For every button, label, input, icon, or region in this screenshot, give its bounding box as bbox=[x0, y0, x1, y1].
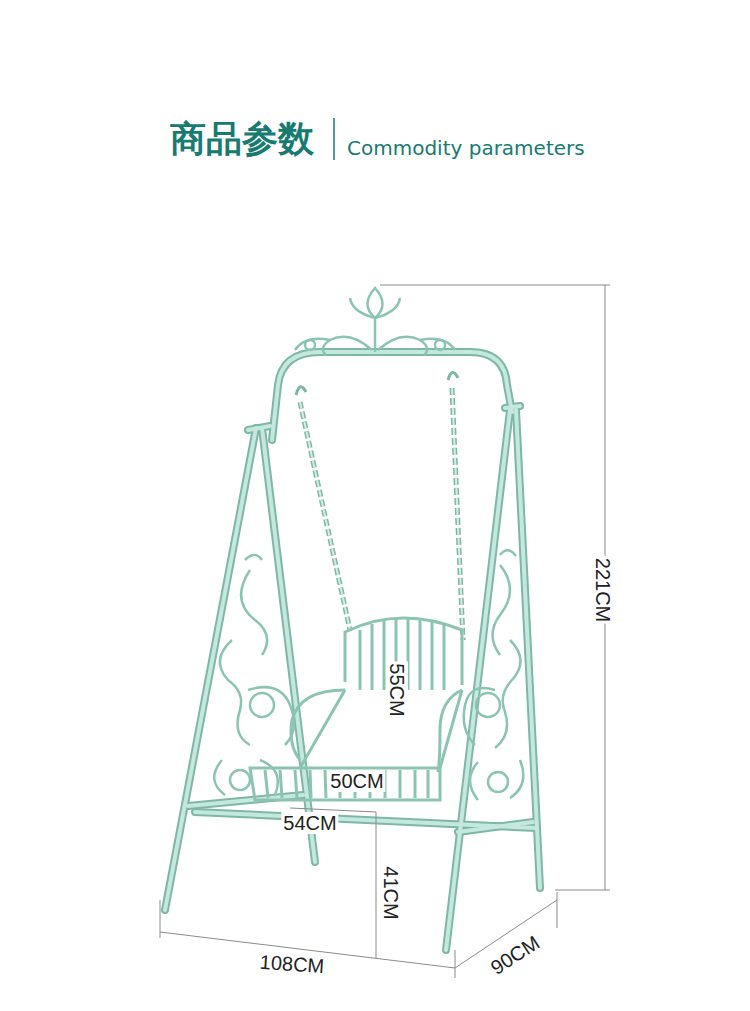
dimension-line bbox=[160, 285, 610, 978]
seat-height-dimension: 41CM bbox=[380, 864, 402, 921]
depth-dimension: 90CM bbox=[485, 930, 545, 980]
swing-frame bbox=[165, 352, 540, 950]
title-separator bbox=[333, 118, 335, 160]
swing-chain bbox=[296, 372, 463, 640]
back-height-dimension: 55CM bbox=[386, 661, 408, 718]
seat-width-dimension: 50CM bbox=[328, 770, 385, 792]
swing-seat bbox=[250, 618, 462, 800]
scroll-decoration bbox=[214, 550, 523, 800]
height-dimension: 221CM bbox=[592, 556, 614, 624]
crest-ornament bbox=[295, 288, 455, 355]
page-subtitle: Commodity parameters bbox=[347, 138, 585, 158]
page-title: 商品参数 bbox=[170, 121, 314, 157]
width-dimension: 108CM bbox=[257, 951, 327, 978]
seat-depth-dimension: 54CM bbox=[281, 812, 338, 834]
